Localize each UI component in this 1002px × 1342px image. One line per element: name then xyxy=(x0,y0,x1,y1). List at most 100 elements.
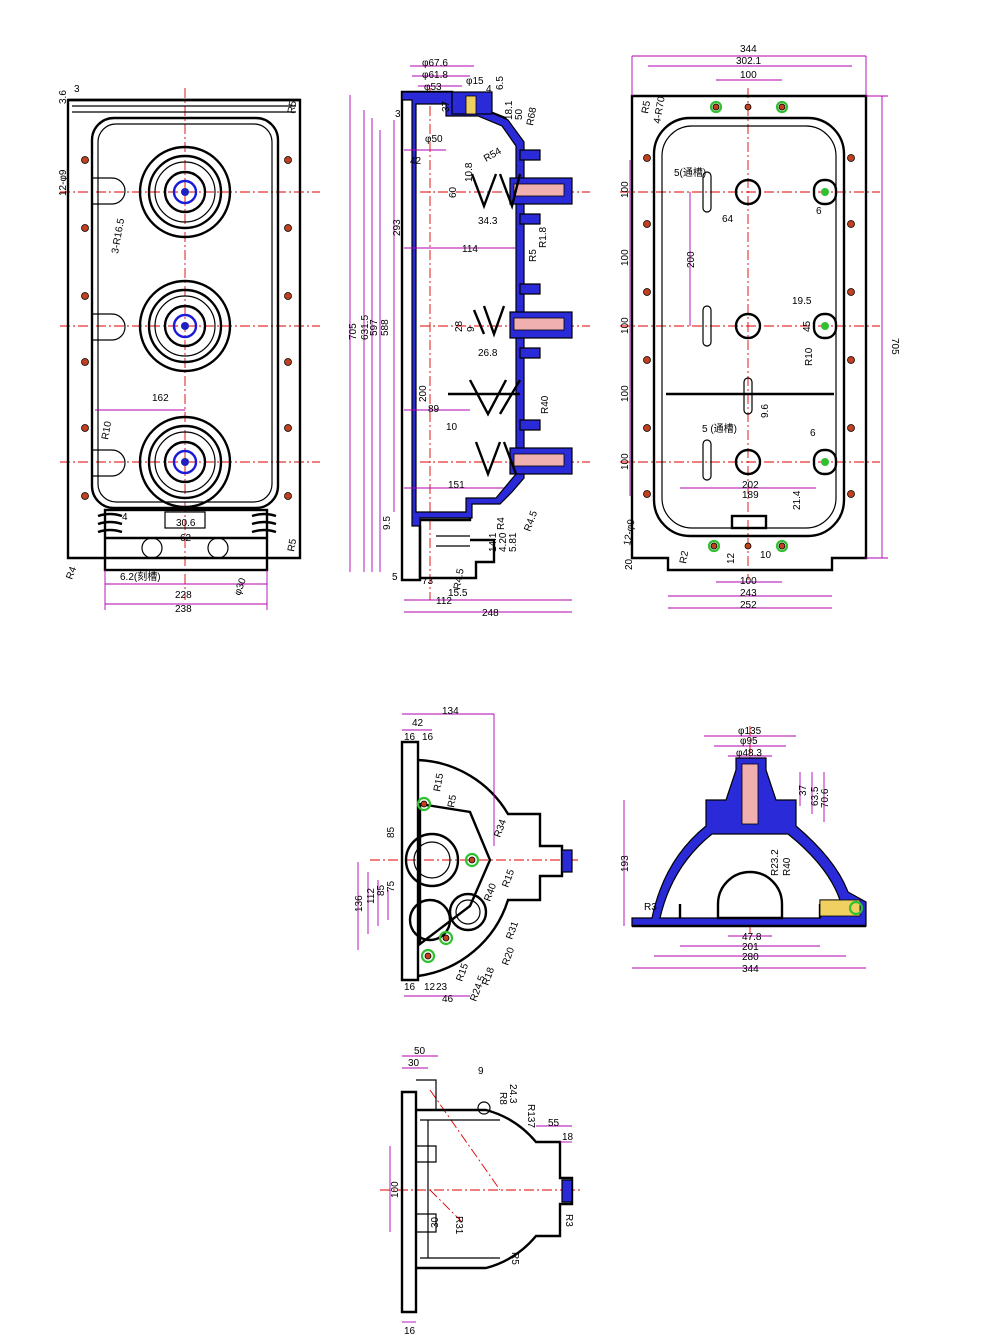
dim-162: 162 xyxy=(152,393,169,404)
top-dim-100-a: 100 xyxy=(620,181,631,198)
top-slot-5-b: 5 (通槽) xyxy=(702,422,737,435)
top-dim-100-e: 100 xyxy=(620,453,631,470)
top-dim-r10: R10 xyxy=(804,347,815,366)
side-dim-r15-b: R15 xyxy=(500,868,517,889)
sec-dim-phi15: φ15 xyxy=(466,76,484,87)
sec-dim-28: 28 xyxy=(454,320,465,332)
sec-dim-r54: R54 xyxy=(482,146,504,165)
bot-dim-16: 16 xyxy=(404,1326,416,1337)
sec-dim-r4: R4 xyxy=(496,517,507,530)
end-dim-280: 280 xyxy=(742,952,759,963)
end-dim-47-8: 47.8 xyxy=(742,932,762,943)
side-dim-85: 85 xyxy=(386,826,397,838)
bot-dim-r5: R5 xyxy=(509,1252,520,1265)
sec-dim-26-8: 26.8 xyxy=(478,348,498,359)
sec-dim-34-3: 34.3 xyxy=(478,216,498,227)
sec-dim-37: 37 xyxy=(441,100,452,112)
end-dim-63-5: 63.5 xyxy=(810,786,821,806)
end-dim-37: 37 xyxy=(798,784,809,796)
sec-dim-89: 89 xyxy=(428,404,440,415)
sec-dim-4: 4 xyxy=(486,84,492,95)
dim-4: 4 xyxy=(122,512,128,523)
top-dim-10: 10 xyxy=(760,550,772,561)
end-dim-201: 201 xyxy=(742,942,759,953)
side-dim-46: 46 xyxy=(442,994,454,1005)
dim-r4: R4 xyxy=(64,565,79,581)
dim-228: 228 xyxy=(175,590,192,601)
bot-dim-9: 9 xyxy=(478,1066,484,1077)
sec-dim-r1-8: R1.8 xyxy=(538,226,549,248)
sec-dim-10-8: 10.8 xyxy=(464,162,475,182)
top-dim-252: 252 xyxy=(740,600,757,611)
side-dim-23: 23 xyxy=(436,982,448,993)
top-dim-45: 45 xyxy=(802,320,813,332)
sec-dim-phi50: φ50 xyxy=(425,134,443,145)
bot-dim-100: 100 xyxy=(390,1181,401,1198)
end-dim-r23-2: R23.2 xyxy=(770,849,781,876)
top-dim-6-b: 6 xyxy=(810,428,816,439)
sec-dim-588: 588 xyxy=(380,319,391,336)
dim-238: 238 xyxy=(175,604,192,615)
top-bolt-holes xyxy=(643,100,855,553)
bot-dim-18: 18 xyxy=(562,1132,574,1143)
dim-r5: R5 xyxy=(286,100,299,115)
top-view: 344 302.1 100 4-R70 R5 5(通槽) 64 100 100 … xyxy=(620,44,900,611)
sec-dim-151: 151 xyxy=(448,480,465,491)
end-dim-193: 193 xyxy=(620,855,631,872)
bot-dim-50: 50 xyxy=(414,1046,426,1057)
sec-dim-9: 9 xyxy=(466,326,477,332)
dim-12-phi9: 12-φ9 xyxy=(58,169,69,196)
side-dim-12: 12 xyxy=(424,982,436,993)
side-dim-16-b: 16 xyxy=(422,732,434,743)
top-dim-64: 64 xyxy=(722,214,734,225)
sec-dim-r5: R5 xyxy=(528,249,539,262)
sec-dim-18-1: 18.1 xyxy=(504,100,515,120)
sec-dim-42: 42 xyxy=(410,156,422,167)
side-dim-85-b: 85 xyxy=(376,884,387,896)
side-dim-r20: R20 xyxy=(500,946,517,967)
sec-dim-15-5: 15.5 xyxy=(448,588,468,599)
end-dim-r40: R40 xyxy=(782,857,793,876)
top-dim-6: 6 xyxy=(816,206,822,217)
top-dim-189: 189 xyxy=(742,490,759,501)
sec-dim-r4-5-b: R4.5 xyxy=(452,567,467,590)
bot-dim-30: 30 xyxy=(408,1058,420,1069)
bot-dim-r8: R8 xyxy=(497,1092,508,1105)
side-dim-16-a: 16 xyxy=(404,732,416,743)
side-dim-r24-5: R24.5 xyxy=(468,974,488,1003)
boss-2 xyxy=(138,279,232,373)
side-dim-r15: R15 xyxy=(432,772,446,792)
side-dim-16-c: 16 xyxy=(404,982,416,993)
top-slot-5: 5(通槽) xyxy=(674,166,706,179)
sec-dim-73: 73 xyxy=(422,576,434,587)
sec-dim-597: 597 xyxy=(369,319,380,336)
top-dim-9-6: 9.6 xyxy=(760,404,771,418)
dim-r5-b: R5 xyxy=(286,538,299,553)
top-dim-r5: R5 xyxy=(640,100,653,115)
boss-3 xyxy=(138,415,232,509)
sec-dim-112: 112 xyxy=(436,596,452,607)
sec-dim-293: 293 xyxy=(392,219,403,236)
top-dim-4-r70: 4-R70 xyxy=(652,95,668,124)
side-dim-112: 112 xyxy=(366,888,377,904)
sec-dim-9-5: 9.5 xyxy=(382,516,393,530)
top-dim-100-b: 100 xyxy=(620,249,631,266)
side-dim-134: 134 xyxy=(442,706,459,717)
end-dim-phi95: φ95 xyxy=(740,736,758,747)
dim-3-r16-5: 3-R16.5 xyxy=(110,217,127,254)
top-dim-344: 344 xyxy=(740,44,757,55)
end-dim-phi48-3: φ48.3 xyxy=(736,748,762,759)
sec-dim-phi67-6: φ67.6 xyxy=(422,58,448,69)
top-dim-12-phi9: 12-φ9 xyxy=(622,518,638,546)
boss-1 xyxy=(138,145,232,239)
front-bolt-holes xyxy=(81,156,292,500)
side-dim-r31: R31 xyxy=(504,920,521,941)
top-dim-100: 100 xyxy=(740,70,757,81)
top-dim-243: 243 xyxy=(740,588,757,599)
sec-dim-10: 10 xyxy=(446,422,458,433)
sec-dim-phi53: φ53 xyxy=(424,82,442,93)
side-view: 134 42 16 16 R15 R5 85 R34 75 85 112 136… xyxy=(354,706,580,1005)
end-dim-r3: R3 xyxy=(644,902,657,913)
sec-dim-r4-5: R4.5 xyxy=(522,509,540,533)
